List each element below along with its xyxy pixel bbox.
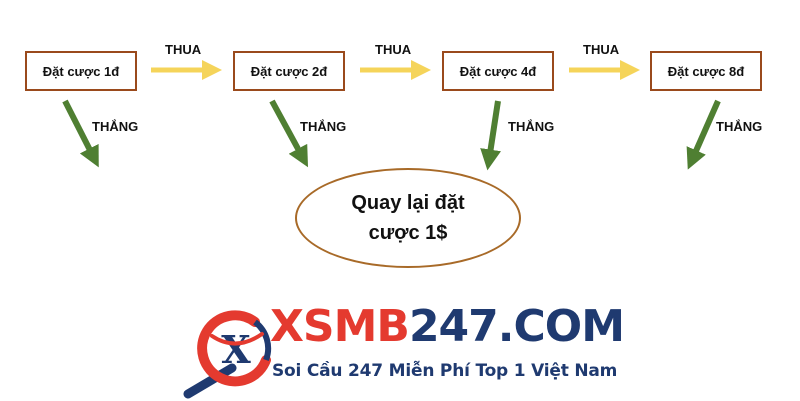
win-label: THẮNG [92,119,139,134]
bet-box-4: Đặt cược 8đ [650,51,762,91]
lose-label: THUA [375,42,412,57]
win-arrow [269,99,309,168]
lose-label: THUA [583,42,620,57]
win-arrow [62,99,99,168]
win-label: THẮNG [508,119,555,134]
logo-wordmark: XSMB247.COM [270,301,625,352]
win-label: THẮNG [716,119,763,134]
logo-tagline: Soi Cầu 247 Miễn Phí Top 1 Việt Nam [272,361,618,381]
lose-label: THUA [165,42,202,57]
bet-box-1: Đặt cược 1đ [25,51,137,91]
reset-line-1: Quay lại đặt [351,192,465,214]
logo-number: 247.COM [408,301,625,352]
win-arrow [686,99,721,170]
reset-oval: Quay lại đặt cược 1$ [295,168,521,268]
logo-brand: XSMB [270,301,410,352]
bet-box-3: Đặt cược 4đ [442,51,554,91]
reset-line-2: cược 1$ [368,222,448,244]
win-label: THẮNG [300,119,347,134]
bet-box-2: Đặt cược 2đ [233,51,345,91]
svg-text:X: X [221,327,251,372]
win-arrow [480,100,501,171]
